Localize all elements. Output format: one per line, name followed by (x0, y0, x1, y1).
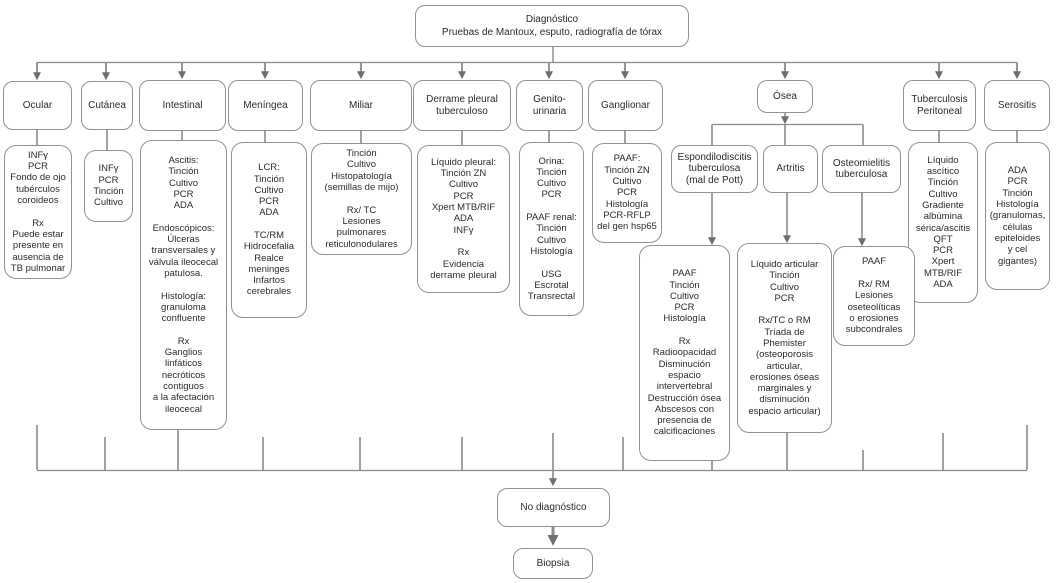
node-diagnostico-root: Diagnóstico Pruebas de Mantoux, esputo, … (415, 5, 689, 47)
node-osteomielitis: Osteomielitis tuberculosa (822, 145, 901, 193)
node-derrame-pleural: Derrame pleural tuberculoso (413, 80, 511, 131)
node-meningea: Meníngea (228, 80, 303, 131)
node-artritis: Artritis (763, 145, 818, 193)
detail-serositis: ADA PCR Tinción Histología (granulomas, … (985, 142, 1050, 290)
node-serositis: Serositis (984, 80, 1050, 131)
detail-genitourinaria: Orina: Tinción Cultivo PCR PAAF renal: T… (519, 142, 584, 316)
node-tuberculosis-peritoneal: Tuberculosis Peritoneal (903, 80, 976, 131)
detail-ganglionar: PAAF: Tinción ZN Cultivo PCR Histología … (592, 143, 662, 243)
detail-cutanea: INFγ PCR Tinción Cultivo (84, 150, 133, 222)
node-miliar: Miliar (310, 80, 412, 131)
detail-tuberculosis-peritoneal: Líquido ascítico Tinción Cultivo Gradien… (908, 142, 978, 303)
detail-espondilodiscitis: PAAF Tinción Cultivo PCR Histología Rx R… (639, 245, 730, 461)
detail-ocular: INFγ PCR Fondo de ojo tubérculos coroide… (4, 145, 72, 279)
node-no-diagnostico: No diagnóstico (497, 488, 610, 527)
detail-osteomielitis: PAAF Rx/ RM Lesiones oseteolíticas o ero… (833, 246, 915, 346)
node-intestinal: Intestinal (139, 80, 226, 131)
detail-derrame-pleural: Líquido pleural: Tinción ZN Cultivo PCR … (417, 145, 510, 293)
detail-intestinal: Ascitis: Tinción Cultivo PCR ADA Endoscó… (140, 140, 227, 430)
node-osea: Ósea (757, 80, 813, 113)
detail-artritis: Líquido articular Tinción Cultivo PCR Rx… (737, 243, 832, 433)
node-biopsia: Biopsia (513, 548, 593, 579)
node-espondilodiscitis: Espondilodiscitis tuberculosa (mal de Po… (671, 145, 758, 193)
detail-meningea: LCR: Tinción Cultivo PCR ADA TC/RM Hidro… (231, 142, 307, 318)
node-cutanea: Cutánea (81, 81, 133, 130)
detail-miliar: Tinción Cultivo Histopatología (semillas… (311, 143, 412, 255)
node-genitourinaria: Genito- urinaria (516, 80, 583, 131)
node-ocular: Ocular (3, 81, 72, 130)
node-ganglionar: Ganglionar (588, 80, 663, 131)
